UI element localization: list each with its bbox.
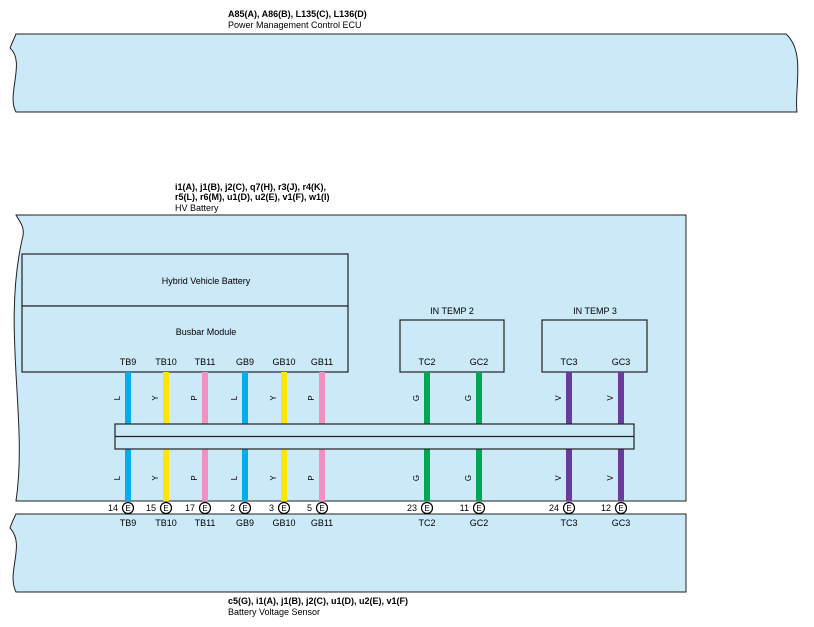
wire-color-code: V [606,395,615,401]
connector-letter: E [566,504,571,513]
hv-battery-connectors-line2: r5(L), r6(M), u1(D), u2(E), v1(F), w1(I) [175,192,330,202]
hv-battery-name-label: HV Battery [175,203,219,213]
hybrid-vehicle-battery-label: Hybrid Vehicle Battery [162,276,251,286]
sensor-name-label: Battery Voltage Sensor [228,607,320,617]
wire-color-code: P [307,475,316,480]
connector-letter: E [163,504,168,513]
connector-circle [562,501,576,515]
ecu-connectors-label: A85(A), A86(B), L135(C), L136(D) [228,9,367,19]
sensor-connectors-label: c5(G), i1(A), j1(B), j2(C), u1(D), u2(E)… [228,596,408,606]
wire-top-label: GC3 [612,357,631,367]
wire-top-label: TB9 [120,357,137,367]
wire-top-label: GB11 [311,357,333,367]
connector-circle [315,501,329,515]
connector-circle [472,501,486,515]
wire-top-label: TB10 [155,357,177,367]
connector-letter: E [424,504,429,513]
wire-top-label: TB11 [195,357,216,367]
wire-top-label: GB9 [236,357,254,367]
hybrid-vehicle-battery-box [21,253,349,307]
wire-color-code: V [606,475,615,481]
busbar-module-label: Busbar Module [176,327,237,337]
pin-number: 23 [407,503,417,513]
wire-bottom-label: TC3 [560,518,577,528]
battery-voltage-sensor-block [9,513,687,593]
wire-color-code: Y [269,395,278,401]
wire-bottom-label: GB10 [272,518,295,528]
connector-circle [238,501,252,515]
wire-color-code: L [113,475,122,480]
connector-circle [420,501,434,515]
connector-letter: E [202,504,207,513]
wire-color-code: Y [269,475,278,481]
wire-bottom-label: GC3 [612,518,631,528]
wire-color-code: G [412,475,421,481]
wire-color-code: P [190,475,199,480]
wire-color-code: G [464,395,473,401]
wire-color-code: P [190,395,199,400]
wire-bottom-label: GC2 [470,518,489,528]
pin-number: 12 [601,503,611,513]
pin-number: 15 [146,503,156,513]
pin-number: 17 [185,503,195,513]
connector-letter: E [242,504,247,513]
in-temp-3-box [541,319,648,373]
wire-bottom-label: TC2 [418,518,435,528]
connector-letter: E [476,504,481,513]
connector-letter: E [125,504,130,513]
wire-bottom-label: TB9 [120,518,137,528]
wire-color-code: L [230,475,239,480]
ecu-block [9,33,799,113]
connector-circle [121,501,135,515]
wire-top-label: GC2 [470,357,489,367]
pin-number: 24 [549,503,559,513]
pin-number: 3 [269,503,274,513]
wire-top-label: TC2 [418,357,435,367]
in-temp-2-label: IN TEMP 2 [430,306,474,316]
pin-number: 2 [230,503,235,513]
pin-number: 11 [460,503,469,513]
connector-circle [159,501,173,515]
wire-color-code: V [554,475,563,481]
connector-circle [277,501,291,515]
connector-circle [198,501,212,515]
connector-circle [614,501,628,515]
wire-color-code: Y [151,475,160,481]
wire-color-code: Y [151,395,160,401]
wire-bottom-label: TB11 [195,518,216,528]
busbar-module-box [21,305,349,373]
wire-color-code: G [464,475,473,481]
wire-color-code: L [113,395,122,400]
in-temp-2-box [399,319,505,373]
pin-number: 5 [307,503,312,513]
wire-color-code: P [307,395,316,400]
wire-bottom-label: GB9 [236,518,254,528]
connector-letter: E [281,504,286,513]
hv-battery-connectors-line1: i1(A), j1(B), j2(C), q7(H), r3(J), r4(K)… [175,182,326,192]
wire-bottom-label: GB11 [311,518,333,528]
pin-number: 14 [108,503,118,513]
wire-color-code: L [230,395,239,400]
connector-letter: E [618,504,623,513]
wire-top-label: GB10 [272,357,295,367]
connector-letter: E [319,504,324,513]
wire-color-code: V [554,395,563,401]
wire-bottom-label: TB10 [155,518,177,528]
wire-color-code: G [412,395,421,401]
ecu-name-label: Power Management Control ECU [228,20,362,30]
wire-top-label: TC3 [560,357,577,367]
in-temp-3-label: IN TEMP 3 [573,306,617,316]
